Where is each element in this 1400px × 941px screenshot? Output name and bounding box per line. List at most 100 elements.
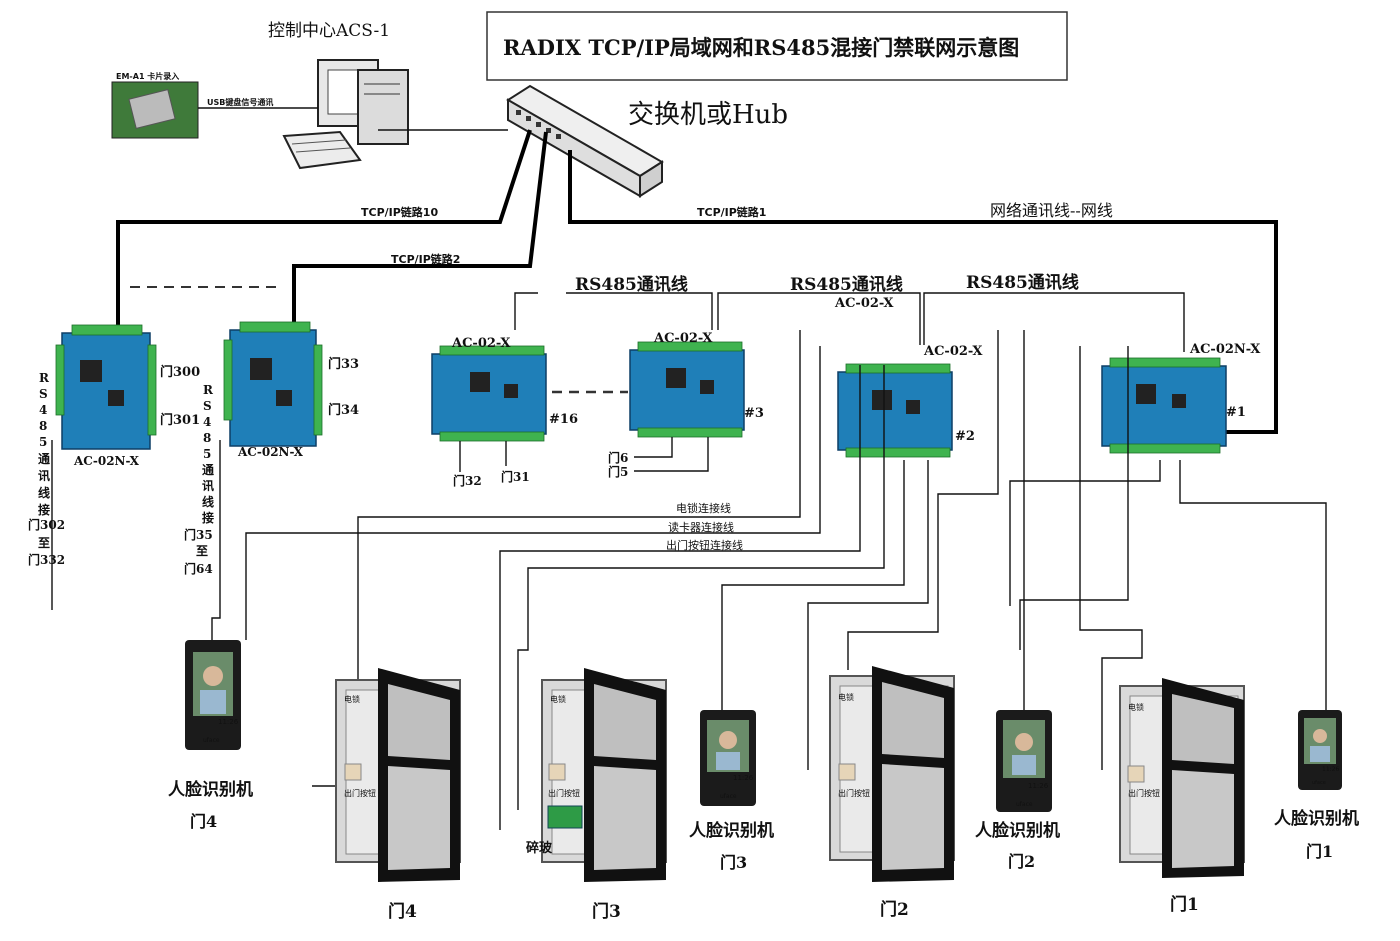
- svg-text:讯: 讯: [202, 479, 214, 493]
- door-1-label: 门1: [1170, 894, 1199, 915]
- reader-wire-label: 读卡器连接线: [668, 520, 734, 534]
- svg-text:出门按钮: 出门按钮: [1128, 788, 1160, 798]
- c1-model: AC-02N-X: [73, 454, 140, 468]
- face-reader-3-door: 门3: [720, 853, 747, 872]
- c3-door-a: 门6: [608, 450, 628, 465]
- svg-text:出门按钮: 出门按钮: [838, 788, 870, 798]
- rs485-line-d: [923, 292, 1185, 352]
- glass-break-label: 碎玻: [526, 840, 553, 856]
- switch-label: 交换机或Hub: [628, 100, 788, 130]
- svg-text:接: 接: [202, 510, 214, 525]
- diagram-title: RADIX TCP/IP局域网和RS485混接门禁联网示意图: [503, 35, 1019, 60]
- face-reader-1-door: 门1: [1306, 842, 1333, 861]
- svg-text:5: 5: [39, 435, 47, 449]
- svg-text:S: S: [203, 399, 212, 413]
- c16-model: AC-02-X: [451, 336, 511, 351]
- face-reader-1-label: 人脸识别机: [1274, 808, 1359, 829]
- svg-text:8: 8: [39, 419, 47, 433]
- rs485-label-3: RS485通讯线: [966, 272, 1079, 293]
- rs485-line-b: [566, 292, 713, 330]
- svg-text:uface: uface: [1312, 780, 1326, 786]
- face-reader-1: 11:26 uface: [1298, 710, 1342, 790]
- rs485-label-1: RS485通讯线: [575, 274, 688, 295]
- svg-text:至: 至: [196, 544, 208, 558]
- svg-text:电锁: 电锁: [344, 694, 360, 704]
- svg-text:5: 5: [203, 447, 211, 461]
- svg-text:线: 线: [202, 494, 214, 509]
- svg-text:电锁: 电锁: [1128, 702, 1144, 712]
- left-vertical-label: R S 4 8 5 通 讯 线 接 门302 至 门332: [28, 371, 65, 567]
- controller-c16: [431, 345, 547, 442]
- card-reader-pad: [128, 89, 176, 129]
- c2b-model-top: AC-02-X: [834, 296, 894, 311]
- rs485-line-a: [514, 292, 538, 330]
- controller-c1b: [1101, 357, 1227, 454]
- link10-label: TCP/IP链路10: [361, 205, 438, 219]
- controller-c3: [629, 341, 745, 438]
- tcpip-link-1: [568, 150, 1278, 434]
- link1-label: TCP/IP链路1: [697, 205, 766, 219]
- face-reader-2: 11:26 uface: [996, 710, 1052, 812]
- svg-text:电锁: 电锁: [838, 692, 854, 702]
- rs485-label-2: RS485通讯线: [790, 274, 903, 295]
- c3-num: #3: [744, 406, 764, 421]
- controller-c2b: [837, 363, 953, 458]
- svg-text:出门按钮: 出门按钮: [548, 788, 580, 798]
- c16-door-a: 门32: [453, 473, 482, 488]
- svg-text:uface: uface: [203, 737, 220, 744]
- c2b-num: #2: [955, 429, 975, 444]
- face-reader-3-label: 人脸识别机: [689, 820, 774, 841]
- svg-text:11:26: 11:26: [218, 718, 239, 726]
- svg-text:11:26: 11:26: [1322, 766, 1339, 773]
- c3-door-b: 门5: [608, 464, 628, 479]
- svg-text:R: R: [203, 383, 214, 397]
- svg-text:电锁: 电锁: [550, 694, 566, 704]
- door-3: 电锁 出门按钮: [541, 668, 667, 882]
- door-4: 电锁 出门按钮: [335, 668, 461, 882]
- svg-text:线: 线: [38, 485, 50, 500]
- svg-text:门35: 门35: [184, 527, 213, 542]
- c1-door-a: 门300: [160, 364, 200, 380]
- svg-text:至: 至: [38, 536, 50, 550]
- svg-text:uface: uface: [720, 793, 737, 800]
- right-rs485-wire: [211, 440, 221, 640]
- face-reader-2-label: 人脸识别机: [975, 820, 1060, 841]
- svg-text:11:26: 11:26: [733, 774, 754, 782]
- c16-num: #16: [549, 412, 578, 427]
- network-line-label: 网络通讯线--网线: [990, 201, 1113, 220]
- c3-door-wire-a: [634, 437, 673, 458]
- svg-text:R: R: [39, 371, 50, 385]
- switch-icon: [506, 84, 664, 198]
- door-1: 电锁 出门按钮: [1119, 678, 1245, 878]
- c16-door-b: 门31: [501, 469, 530, 484]
- svg-text:讯: 讯: [38, 469, 50, 483]
- control-center-label: 控制中心ACS-1: [268, 21, 390, 41]
- svg-text:11:26: 11:26: [1028, 782, 1049, 790]
- face-reader-3: 11:26 uface: [700, 710, 756, 806]
- usb-label: USB键盘信号通讯: [207, 97, 273, 107]
- link2-label: TCP/IP链路2: [391, 252, 460, 266]
- controller-c1: [55, 324, 157, 450]
- rs485-line-c: [717, 292, 921, 345]
- svg-text:8: 8: [203, 431, 211, 445]
- c1b-model: AC-02N-X: [1189, 342, 1261, 357]
- svg-text:4: 4: [203, 415, 211, 429]
- svg-text:接: 接: [38, 502, 50, 517]
- face-reader-4: 11:26 uface: [185, 640, 241, 750]
- svg-text:出门按钮: 出门按钮: [344, 788, 376, 798]
- title-box: [486, 11, 1068, 81]
- svg-text:4: 4: [39, 403, 47, 417]
- svg-text:门332: 门332: [28, 552, 65, 567]
- right-vertical-label: R S 4 8 5 通 讯 线 接 门35 至 门64: [184, 383, 214, 576]
- door-3-label: 门3: [592, 901, 621, 922]
- computer-icon: [282, 59, 409, 170]
- svg-text:门64: 门64: [184, 561, 213, 576]
- svg-text:通: 通: [202, 462, 214, 477]
- c3-door-wire-b: [634, 437, 709, 472]
- face-reader-4-door: 门4: [190, 812, 217, 831]
- c3-model: AC-02-X: [653, 331, 713, 346]
- c2-model: AC-02N-X: [237, 445, 304, 459]
- c2-door-b: 门34: [328, 402, 359, 418]
- c1-door-b: 门301: [160, 412, 200, 428]
- c2b-model: AC-02-X: [923, 344, 983, 359]
